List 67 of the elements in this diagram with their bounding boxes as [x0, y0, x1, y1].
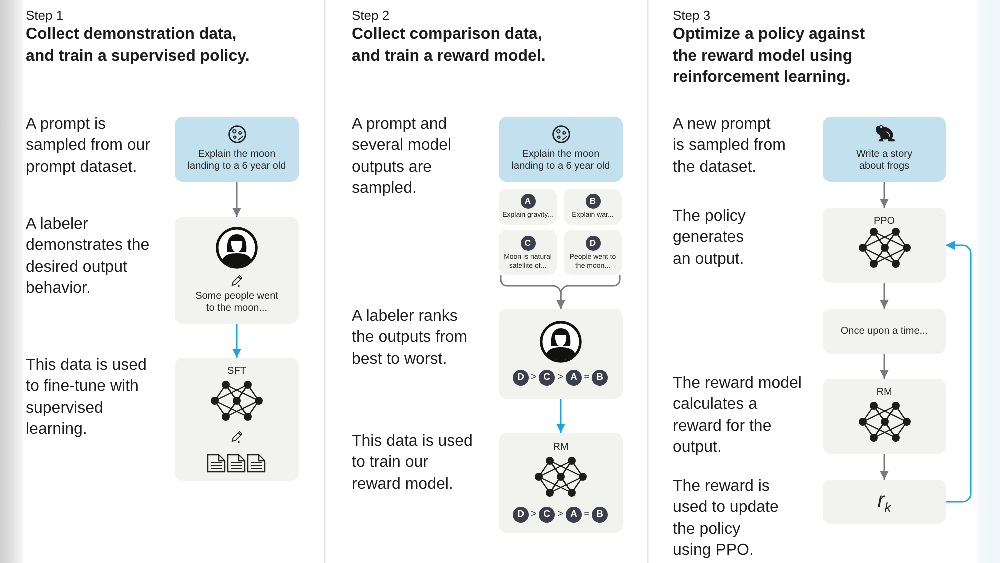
model-card [823, 208, 946, 283]
step-heading: Optimize a policy against the reward model using reinforcement learning. [673, 25, 866, 88]
rank-badge: C [539, 370, 555, 386]
rank-badge: D [513, 370, 529, 386]
prompt-card [499, 117, 623, 182]
letter-badge: C [520, 236, 536, 250]
prompt-card [823, 117, 946, 182]
model-card [175, 217, 299, 324]
rank-badge: A [566, 370, 582, 386]
rank-operator: > [556, 508, 564, 522]
model-name: RM [553, 442, 569, 454]
output-card [499, 189, 557, 225]
arrow [880, 283, 889, 309]
rank-badge: A [566, 507, 582, 523]
letter-badge: D [586, 236, 600, 250]
step-description: The policy generates an output. [673, 207, 747, 270]
step-description: A labeler ranks the outputs from best to worst. [352, 307, 469, 370]
step-description: This data is used to train our reward model. [352, 432, 474, 495]
step-description: A new prompt is sampled from the dataset. [673, 115, 787, 178]
step-description: The reward is used to update the policy using PPO. [673, 477, 780, 562]
step-description: The reward model calculates a reward for the output. [673, 374, 803, 458]
letter-badge: A [520, 194, 536, 208]
prompt-text: Explain the moon landing to a 6 year old [510, 149, 612, 173]
step-heading: Collect comparison data, and train a reward model. [352, 25, 547, 66]
prompt-text: Write a story about frogs [856, 149, 914, 173]
letter-badge: B [586, 194, 600, 208]
rank-badge: D [513, 507, 529, 523]
arrow [880, 182, 889, 208]
rank-operator: > [556, 371, 564, 385]
rank-badge: C [539, 507, 555, 523]
model-card [499, 309, 623, 399]
model-card [823, 480, 946, 524]
rank-badge: B [592, 507, 608, 523]
rank-operator: = [583, 371, 591, 385]
step-description: A prompt and several model outputs are sampled. [352, 115, 453, 200]
arrow [556, 399, 566, 433]
model-card [823, 309, 946, 354]
model-card [499, 433, 623, 533]
model-card [823, 379, 946, 454]
rank-operator: > [530, 508, 538, 522]
arrow [880, 354, 889, 379]
output-card [499, 230, 557, 275]
reward-symbol: r$_{k}$ [878, 489, 892, 518]
step-heading: Collect demonstration data, and train a supervised policy. [26, 25, 251, 66]
model-name: RM [876, 387, 892, 399]
model-name: SFT [228, 366, 246, 378]
step-label: Step 2 [352, 7, 390, 25]
step-label: Step 3 [673, 7, 711, 25]
step-label: Step 1 [26, 7, 64, 25]
output-card [564, 189, 622, 225]
rank-operator: = [583, 508, 591, 522]
step-description: A prompt is sampled from our prompt dataset. [26, 115, 152, 178]
arrow [232, 324, 242, 358]
rank-operator: > [530, 371, 538, 385]
output-text: Some people went to the moon... [194, 291, 280, 315]
model-card [175, 358, 299, 481]
output-text: Once upon a time... [840, 326, 928, 338]
rank-badge: B [592, 370, 608, 386]
model-name: PPO [874, 216, 896, 228]
output-card [564, 230, 622, 275]
arrow [880, 454, 889, 480]
prompt-card [175, 117, 299, 182]
prompt-text: Explain the moon landing to a 6 year old [186, 149, 288, 173]
feedback-arrow [946, 241, 972, 503]
arrow [232, 182, 242, 217]
step-description: This data is used to fine-tune with supervised learning. [26, 356, 148, 440]
step-description: A labeler demonstrates the desired output behavior. [26, 215, 151, 300]
